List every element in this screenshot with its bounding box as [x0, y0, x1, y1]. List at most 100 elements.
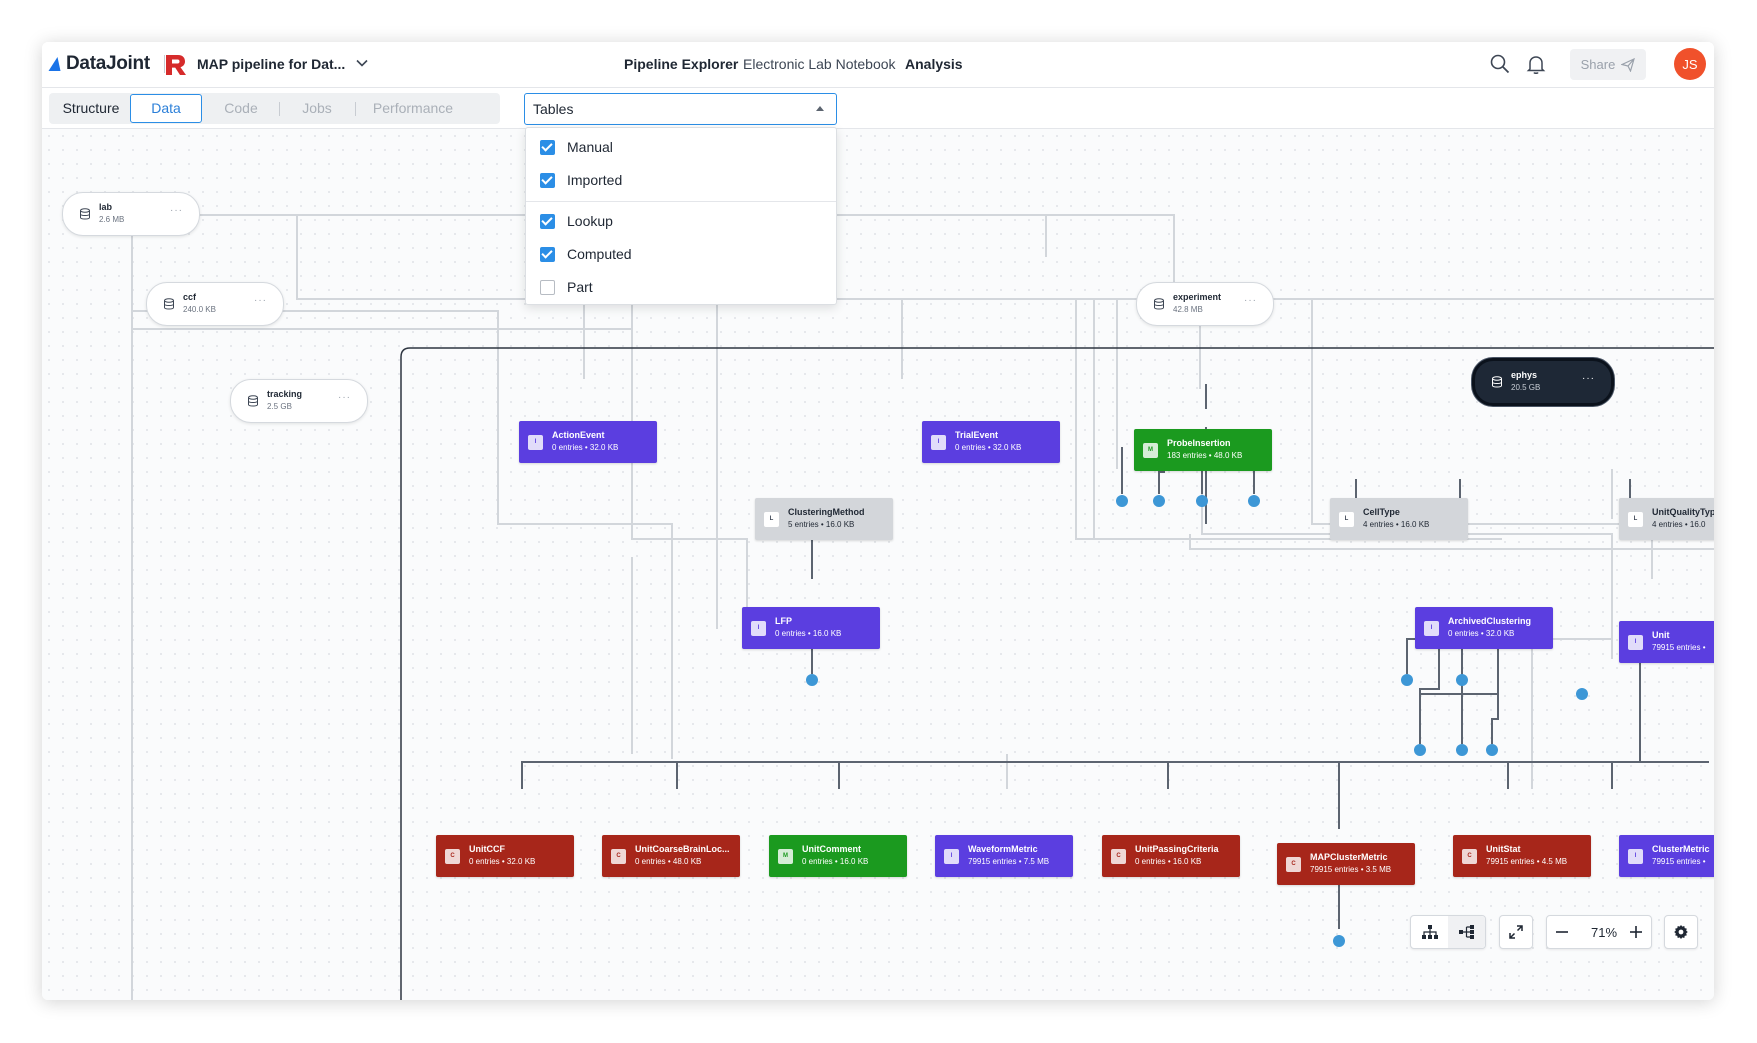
option-manual[interactable]: Manual	[540, 137, 613, 157]
tab-jobs[interactable]: Jobs	[302, 100, 332, 116]
table-name: UnitComment	[802, 844, 861, 854]
view-tabs: Structure Data Code Jobs Performance	[49, 93, 500, 124]
schema-node-experiment[interactable]: experiment 42.8 MB ···	[1136, 282, 1274, 326]
expand-icon	[1509, 925, 1523, 939]
option-computed[interactable]: Computed	[540, 244, 632, 264]
schema-node-ephys[interactable]: ephys 20.5 GB ···	[1472, 358, 1614, 406]
brand-name: DataJoint	[66, 53, 150, 74]
table-name: ProbeInsertion	[1167, 438, 1231, 448]
table-name: ActionEvent	[552, 430, 605, 440]
plus-icon[interactable]	[1629, 925, 1643, 939]
user-avatar[interactable]: JS	[1674, 48, 1706, 80]
option-imported[interactable]: Imported	[540, 170, 622, 190]
zoom-level: 71%	[1591, 925, 1618, 940]
nav-analysis[interactable]: Analysis	[905, 56, 963, 72]
option-label: Manual	[567, 139, 613, 155]
database-icon	[1492, 376, 1502, 388]
checkbox-checked[interactable]	[540, 213, 555, 229]
table-type-select[interactable]: Tables	[524, 93, 837, 125]
table-info: 79915 entries •	[1652, 643, 1706, 652]
tier-badge: L	[764, 512, 779, 527]
more-icon[interactable]: ···	[254, 295, 267, 306]
bell-icon[interactable]	[1524, 52, 1548, 76]
schema-name: ccf	[183, 292, 197, 302]
table-node-actionevent[interactable]: I ActionEvent 0 entries • 32.0 KB	[519, 421, 657, 463]
table-node-trialevent[interactable]: I TrialEvent 0 entries • 32.0 KB	[922, 421, 1060, 463]
option-lookup[interactable]: Lookup	[540, 211, 613, 231]
table-node-unit[interactable]: I Unit 79915 entries •	[1619, 621, 1714, 663]
table-node-unitpassingcriteria[interactable]: C UnitPassingCriteria 0 entries • 16.0 K…	[1102, 835, 1240, 877]
checkbox-checked[interactable]	[540, 139, 555, 155]
send-icon	[1621, 57, 1636, 72]
table-node-celltype[interactable]: L CellType 4 entries • 16.0 KB	[1330, 498, 1468, 540]
fit-view-button[interactable]	[1499, 915, 1533, 949]
table-node-clustermetric[interactable]: I ClusterMetric 79915 entries •	[1619, 835, 1714, 877]
table-node-unitccf[interactable]: C UnitCCF 0 entries • 32.0 KB	[436, 835, 574, 877]
diagram-canvas[interactable]: lab 2.6 MB ··· ccf 240.0 KB ··· tracking…	[42, 129, 1714, 1000]
table-node-unitcoarsebrainlocation[interactable]: C UnitCoarseBrainLoc... 0 entries • 48.0…	[602, 835, 740, 877]
table-node-lfp[interactable]: I LFP 0 entries • 16.0 KB	[742, 607, 880, 649]
settings-button[interactable]	[1664, 915, 1698, 949]
table-node-unitqualitytype[interactable]: L UnitQualityTyp 4 entries • 16.0	[1619, 498, 1714, 540]
table-info: 79915 entries • 3.5 MB	[1310, 865, 1392, 874]
table-node-clusteringmethod[interactable]: L ClusteringMethod 5 entries • 16.0 KB	[755, 498, 893, 540]
schema-node-lab[interactable]: lab 2.6 MB ···	[62, 192, 200, 236]
option-part[interactable]: Part	[540, 277, 593, 297]
table-info: 5 entries • 16.0 KB	[788, 520, 855, 529]
layout-toggle	[1410, 915, 1486, 949]
table-node-archivedclustering[interactable]: I ArchivedClustering 0 entries • 32.0 KB	[1415, 607, 1553, 649]
schema-name: experiment	[1173, 292, 1222, 302]
table-name: ArchivedClustering	[1448, 616, 1532, 626]
schema-node-tracking[interactable]: tracking 2.5 GB ···	[230, 379, 368, 423]
tab-structure[interactable]: Structure	[62, 100, 120, 116]
option-label: Part	[567, 279, 593, 295]
brand-logo[interactable]: DataJoint	[48, 53, 165, 75]
tab-divider	[355, 102, 356, 116]
table-name: UnitQualityTyp	[1652, 507, 1714, 517]
table-node-unitcomment[interactable]: M UnitComment 0 entries • 16.0 KB	[769, 835, 907, 877]
nav-electronic-lab-notebook[interactable]: Electronic Lab Notebook	[743, 56, 896, 72]
nav-pipeline-explorer[interactable]: Pipeline Explorer	[624, 56, 739, 72]
table-info: 0 entries • 32.0 KB	[552, 443, 619, 452]
tab-performance[interactable]: Performance	[372, 100, 454, 116]
more-icon[interactable]: ···	[1244, 295, 1257, 306]
table-name: TrialEvent	[955, 430, 999, 440]
checkbox-unchecked[interactable]	[540, 279, 555, 295]
chevron-down-icon[interactable]	[353, 54, 371, 72]
table-info: 79915 entries •	[1652, 857, 1706, 866]
more-icon[interactable]: ···	[170, 205, 183, 216]
option-label: Lookup	[567, 213, 613, 229]
schema-name: tracking	[267, 389, 303, 399]
table-info: 0 entries • 16.0 KB	[802, 857, 869, 866]
pipeline-name[interactable]: MAP pipeline for Dat...	[197, 56, 346, 72]
schema-name: lab	[99, 202, 113, 212]
schema-size: 240.0 KB	[183, 305, 216, 314]
table-node-probeinsertion[interactable]: M ProbeInsertion 183 entries • 48.0 KB	[1134, 429, 1272, 471]
more-icon[interactable]: ···	[1582, 373, 1595, 384]
checkbox-checked[interactable]	[540, 172, 555, 188]
checkbox-checked[interactable]	[540, 246, 555, 262]
tier-badge: I	[751, 621, 766, 636]
minus-icon[interactable]	[1555, 925, 1569, 939]
tab-data[interactable]: Data	[130, 94, 202, 123]
divider	[163, 55, 165, 73]
table-name: UnitStat	[1486, 844, 1521, 854]
option-label: Imported	[567, 172, 623, 188]
tier-badge: I	[1424, 621, 1439, 636]
table-info: 0 entries • 32.0 KB	[469, 857, 536, 866]
more-icon[interactable]: ···	[338, 392, 351, 403]
table-name: UnitCCF	[469, 844, 505, 854]
table-node-mapclustermetric[interactable]: C MAPClusterMetric 79915 entries • 3.5 M…	[1277, 843, 1415, 885]
hierarchy-icon[interactable]	[1421, 924, 1439, 940]
table-node-waveformmetric[interactable]: I WaveformMetric 79915 entries • 7.5 MB	[935, 835, 1073, 877]
schema-node-ccf[interactable]: ccf 240.0 KB ···	[146, 282, 284, 326]
database-icon	[164, 298, 174, 310]
search-icon[interactable]	[1488, 52, 1512, 76]
layout-icon[interactable]	[1458, 924, 1476, 940]
table-node-unitstat[interactable]: C UnitStat 79915 entries • 4.5 MB	[1453, 835, 1591, 877]
tier-badge: L	[1339, 512, 1354, 527]
share-button[interactable]: Share	[1570, 49, 1646, 80]
caret-up-icon	[816, 106, 824, 111]
tier-badge: I	[1628, 849, 1643, 864]
tab-code[interactable]: Code	[224, 100, 258, 116]
